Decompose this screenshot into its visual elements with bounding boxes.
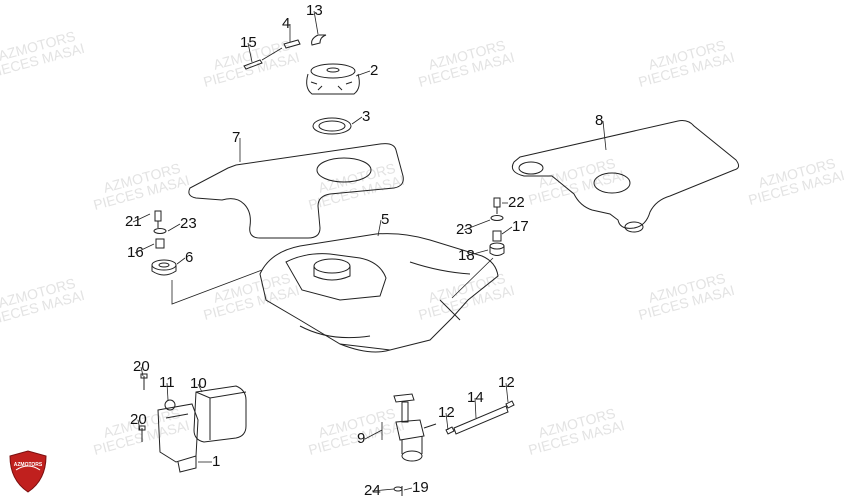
callout-number: 20 — [130, 411, 147, 428]
azmotors-logo: AZMOTORS — [9, 450, 47, 493]
part-14-fuel-pipe — [453, 405, 509, 435]
callout-number: 20 — [133, 358, 150, 375]
part-9-fuel-valve — [381, 393, 437, 462]
part-3-gasket-ring — [312, 117, 352, 135]
callout-leader — [351, 116, 363, 125]
callout-number: 12 — [438, 404, 455, 421]
part-11-clip — [164, 399, 176, 411]
callout-leader — [137, 419, 141, 431]
callout-leader — [132, 213, 151, 223]
callout-number: 24 — [364, 482, 381, 498]
callout-leader — [474, 397, 477, 419]
callout-leader — [247, 42, 253, 63]
part-1-bracket — [157, 403, 199, 473]
part-6-grommet — [151, 259, 177, 276]
callout-leader — [140, 366, 144, 377]
callout-number: 4 — [282, 15, 290, 32]
part-13-vent-hose — [311, 34, 327, 46]
part-2-fuel-cap — [306, 63, 360, 95]
part-21-bolt — [154, 210, 162, 228]
callout-leader — [167, 223, 181, 232]
part-4-clip — [283, 39, 301, 49]
callout-number: 10 — [190, 375, 207, 392]
callout-leader — [197, 383, 203, 393]
part-16-collar — [155, 238, 165, 249]
part-23-washer — [153, 228, 167, 234]
callout-number: 13 — [306, 2, 323, 19]
callout-leader — [371, 488, 395, 492]
callout-number: 17 — [512, 218, 529, 235]
part-7-tank-cover-sheet — [188, 143, 404, 239]
callout-number: 22 — [508, 194, 525, 211]
callout-number: 2 — [370, 62, 378, 79]
callout-number: 11 — [159, 374, 175, 391]
callout-number: 1 — [212, 453, 220, 470]
callout-leader — [313, 10, 319, 35]
part-15-bolt — [243, 59, 263, 70]
callout-number: 23 — [180, 215, 197, 232]
part-12-clamp — [445, 426, 455, 435]
callout-number: 15 — [240, 34, 257, 51]
callout-leader — [465, 249, 489, 257]
callout-leader — [176, 257, 186, 265]
callout-leader — [355, 70, 371, 77]
callout-number: 19 — [412, 479, 429, 496]
part-17-collar — [492, 230, 502, 242]
callout-leader — [377, 219, 382, 237]
part-12b-clamp — [505, 400, 515, 409]
part-10-canister — [193, 385, 247, 443]
callout-number: 12 — [498, 374, 515, 391]
callout-leader — [463, 219, 491, 231]
part-18-grommet — [489, 242, 505, 256]
part-22-bolt — [493, 197, 501, 214]
callout-number: 7 — [232, 129, 240, 146]
callout-number: 9 — [357, 430, 365, 447]
callout-number: 5 — [381, 211, 389, 228]
callout-leader — [403, 487, 413, 491]
part-5-fuel-tank — [259, 233, 499, 353]
callout-number: 3 — [362, 108, 370, 125]
callout-leader — [166, 382, 169, 401]
callout-leader — [602, 120, 607, 151]
callout-leader — [364, 429, 383, 440]
part-24-washer — [393, 486, 403, 492]
callout-number: 8 — [595, 112, 603, 129]
callout-leader — [501, 226, 513, 235]
callout-leader — [505, 382, 509, 403]
callout-number: 6 — [185, 249, 193, 266]
callout-number: 14 — [467, 389, 484, 406]
callout-leader — [134, 243, 155, 254]
part-20b-screw — [138, 425, 146, 442]
logo-text: AZMOTORS — [14, 462, 43, 468]
part-20-screw — [140, 373, 148, 390]
part-7-hole — [316, 157, 372, 183]
callout-leader — [445, 412, 449, 431]
part-23b-washer — [490, 215, 504, 221]
